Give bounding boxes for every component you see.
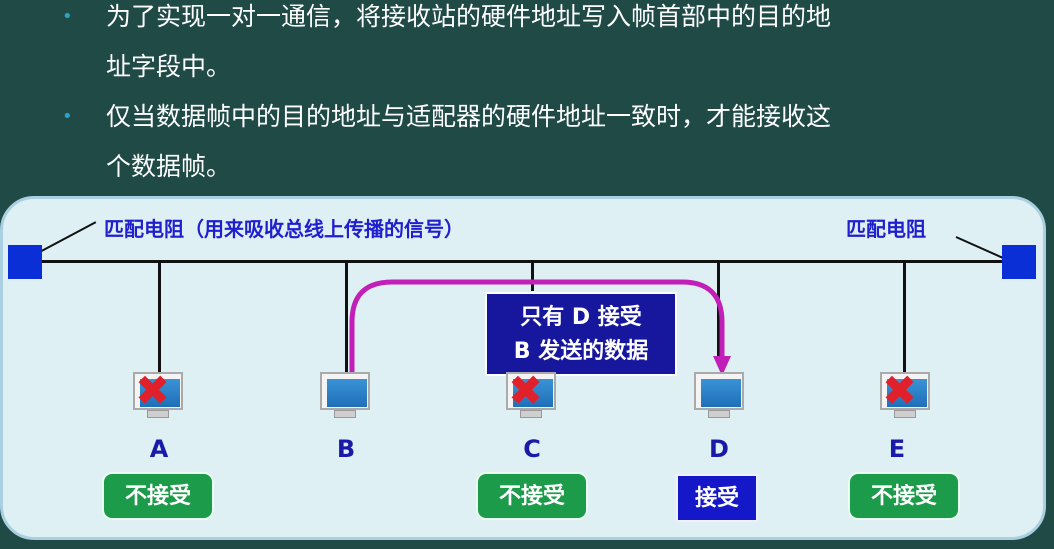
left-terminator-label: 匹配电阻（用来吸收总线上传播的信号） [104,217,464,241]
drop-line-c [531,261,534,291]
drop-line-e [903,261,906,375]
computer-e: ✖ [880,366,934,418]
drop-line-b [345,261,348,375]
computer-d [694,372,748,418]
left-terminator [8,245,42,279]
bus-line [24,260,1024,263]
bullet-1-line-1: 为了实现一对一通信，将接收站的硬件地址写入帧首部中的目的地 [106,2,832,31]
reject-x-icon: ✖ [882,366,918,415]
reject-x-icon: ✖ [135,366,171,415]
station-label-c: C [523,435,541,463]
message-box: 只有 D 接受 B 发送的数据 [485,292,677,376]
computer-b [320,372,374,418]
bullet-dot-icon: • [62,6,73,27]
computer-c: ✖ [506,366,560,418]
right-terminator-label: 匹配电阻 [846,217,926,241]
drop-line-d [717,261,720,361]
station-label-a: A [149,435,169,463]
reject-x-icon: ✖ [508,366,544,415]
station-label-b: B [336,435,356,463]
bullet-item-2: • 仅当数据帧中的目的地址与适配器的硬件地址一致时，才能接收这 个数据帧。 [62,92,831,192]
bullet-dot-icon: • [62,106,73,127]
bullet-item-1: • 为了实现一对一通信，将接收站的硬件地址写入帧首部中的目的地 址字段中。 [62,0,831,92]
status-badge-d: 接受 [676,474,758,522]
bullet-2-line-2: 个数据帧。 [106,152,232,181]
drop-line-a [158,261,161,375]
station-label-d: D [709,435,729,463]
bullet-2-line-1: 仅当数据帧中的目的地址与适配器的硬件地址一致时，才能接收这 [106,102,832,131]
status-badge-c: 不接受 [476,472,588,520]
message-line-2: B 发送的数据 [513,339,649,364]
status-badge-e: 不接受 [848,472,960,520]
station-label-e: E [888,435,906,463]
status-badge-a: 不接受 [102,472,214,520]
bullet-1-line-2: 址字段中。 [106,52,232,81]
computer-a: ✖ [133,366,187,418]
message-line-1: 只有 D 接受 [520,305,642,330]
right-terminator [1002,245,1036,279]
